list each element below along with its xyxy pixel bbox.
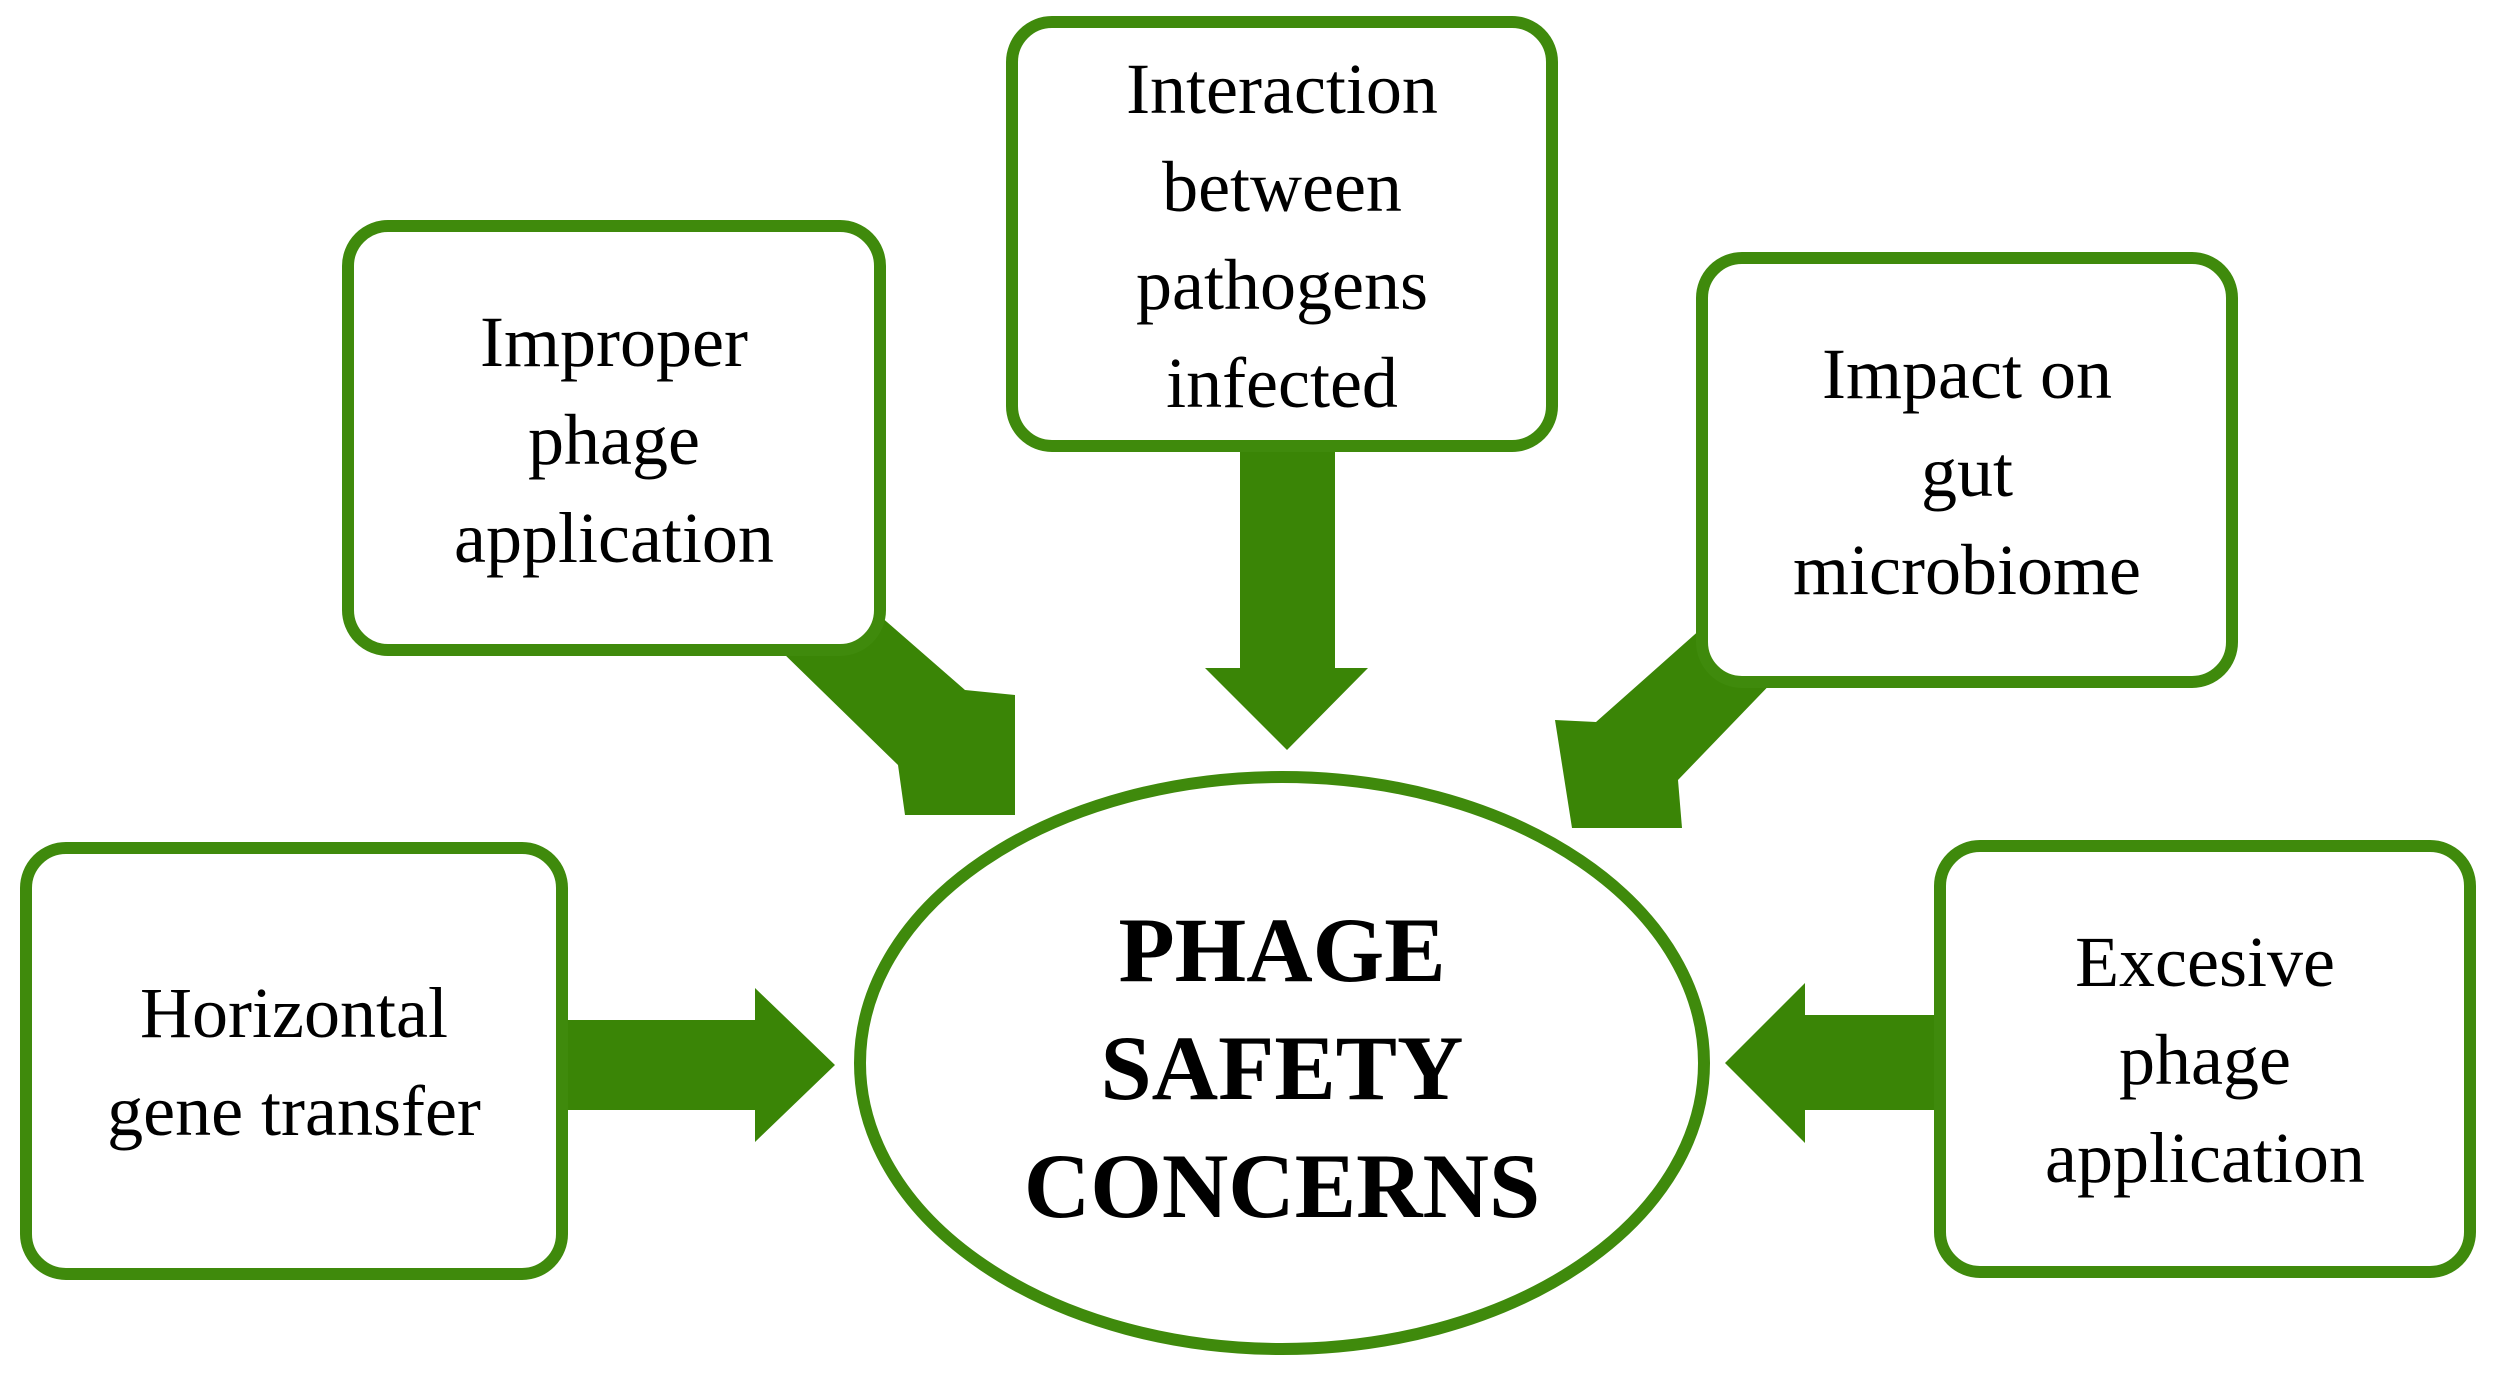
box-excesive-label-line-3: application: [2045, 1118, 2365, 1198]
arrow-horizontal-to-center: [555, 988, 835, 1142]
box-interaction-label-line-2: between: [1162, 147, 1402, 227]
arrow-excesive-to-center: [1725, 983, 1945, 1143]
box-horizontal-label-line-1: Horizontal: [140, 973, 448, 1053]
box-excesive-phage-application: [1934, 840, 2476, 1278]
arrow-interaction-to-center: [1205, 440, 1368, 750]
box-interaction-label-line-3: pathogens: [1136, 245, 1428, 325]
center-label-line-3: CONCERNS: [1024, 1135, 1540, 1237]
box-impact-on-gut-microbiome: [1696, 252, 2238, 688]
box-improper-label: Improper phage application: [454, 302, 774, 578]
box-improper-label-line-1: Improper: [480, 302, 748, 382]
center-label: PHAGE SAFETY CONCERNS: [1024, 899, 1540, 1237]
box-gut-label-line-2: gut: [1921, 432, 2013, 512]
box-excesive-label: Excesive phage application: [2045, 922, 2365, 1198]
box-gut-label-line-1: Impact on: [1822, 334, 2112, 414]
box-excesive-label-line-2: phage: [2119, 1020, 2291, 1100]
center-ellipse: [854, 771, 1710, 1355]
box-excesive-label-line-1: Excesive: [2075, 922, 2335, 1002]
box-interaction-label-line-4: infected: [1166, 343, 1398, 423]
center-label-line-2: SAFETY: [1101, 1017, 1464, 1119]
box-interaction-label-line-1: Interaction: [1126, 49, 1438, 129]
box-improper-label-line-3: application: [454, 498, 774, 578]
box-interaction-between-pathogens: [1006, 16, 1558, 452]
box-horizontal-label: Horizontal gene transfer: [107, 973, 481, 1151]
box-horizontal-gene-transfer: [20, 842, 568, 1280]
box-gut-label-line-3: microbiome: [1793, 530, 2141, 610]
box-gut-label: Impact on gut microbiome: [1793, 334, 2141, 610]
box-interaction-label: Interaction between pathogens infected: [1126, 49, 1438, 423]
center-label-line-1: PHAGE: [1118, 899, 1445, 1001]
box-improper-label-line-2: phage: [528, 400, 700, 480]
box-horizontal-label-line-2: gene transfer: [107, 1071, 481, 1151]
box-improper-phage-application: [342, 220, 886, 656]
